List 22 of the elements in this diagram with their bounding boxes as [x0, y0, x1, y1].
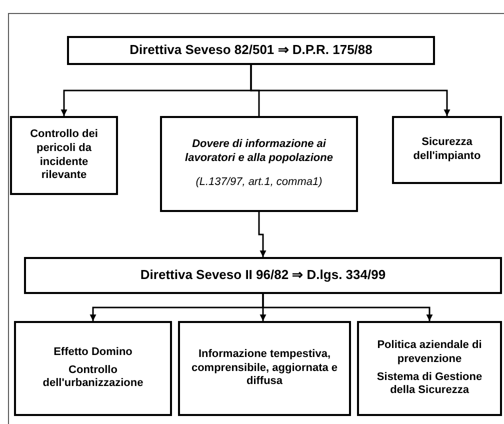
arrow: [250, 65, 450, 116]
reference-text: (L.137/97, art.1, comma1): [196, 176, 322, 190]
arrow: [258, 212, 266, 257]
node-text: Dovere di informazione ai lavoratori e alla popolazione: [184, 138, 334, 166]
process-box: [14, 321, 172, 416]
node-text: Politica aziendale di prevenzione: [376, 339, 483, 366]
node-text: Controllo dell'urbanizzazione: [42, 364, 144, 392]
node-label: Direttiva Seveso 82/501 ⇒ D.P.R. 175/88: [130, 42, 372, 59]
node-label: Informazione tempestiva, comprensibile, aggiornata e diffusa: [190, 348, 339, 390]
process-box: [178, 321, 351, 416]
node-text: Effetto Domino: [54, 346, 132, 360]
process-box: [160, 116, 358, 212]
node-label: Controllo dei pericoli da incidente rilevante: [29, 128, 99, 183]
node-label: Direttiva Seveso II 96/82 ⇒ D.lgs. 334/99: [140, 267, 386, 284]
process-box: [10, 116, 118, 195]
process-box: [392, 116, 502, 184]
node-text: Sistema di Gestione della Sicurezza: [376, 370, 484, 398]
title-box: [67, 36, 435, 65]
arrow: [262, 294, 433, 321]
node-label: Sicurezza dell'impianto: [412, 136, 482, 164]
title-box: [24, 257, 502, 294]
process-box: [357, 321, 502, 416]
